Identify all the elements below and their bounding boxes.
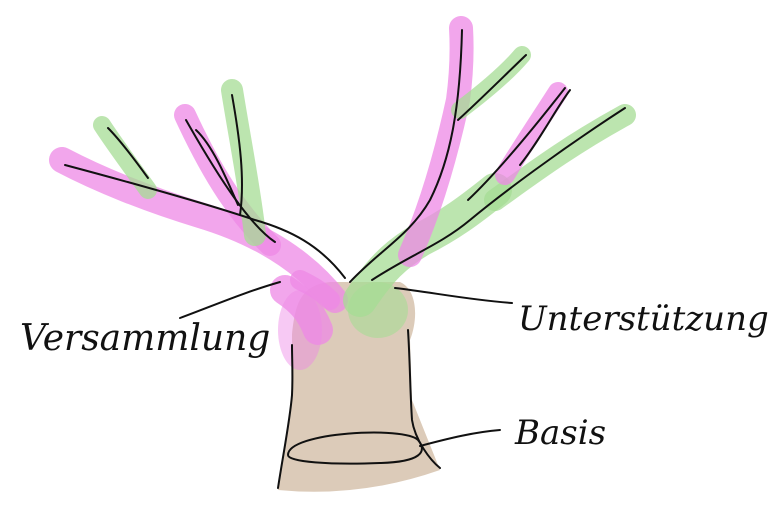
ink-outlines <box>64 29 626 489</box>
label-right: Unterstützung <box>518 299 768 339</box>
label-base: Basis <box>514 413 606 453</box>
right-branches <box>343 16 636 317</box>
left-branches <box>49 79 348 345</box>
label-left: Versammlung <box>20 318 270 359</box>
